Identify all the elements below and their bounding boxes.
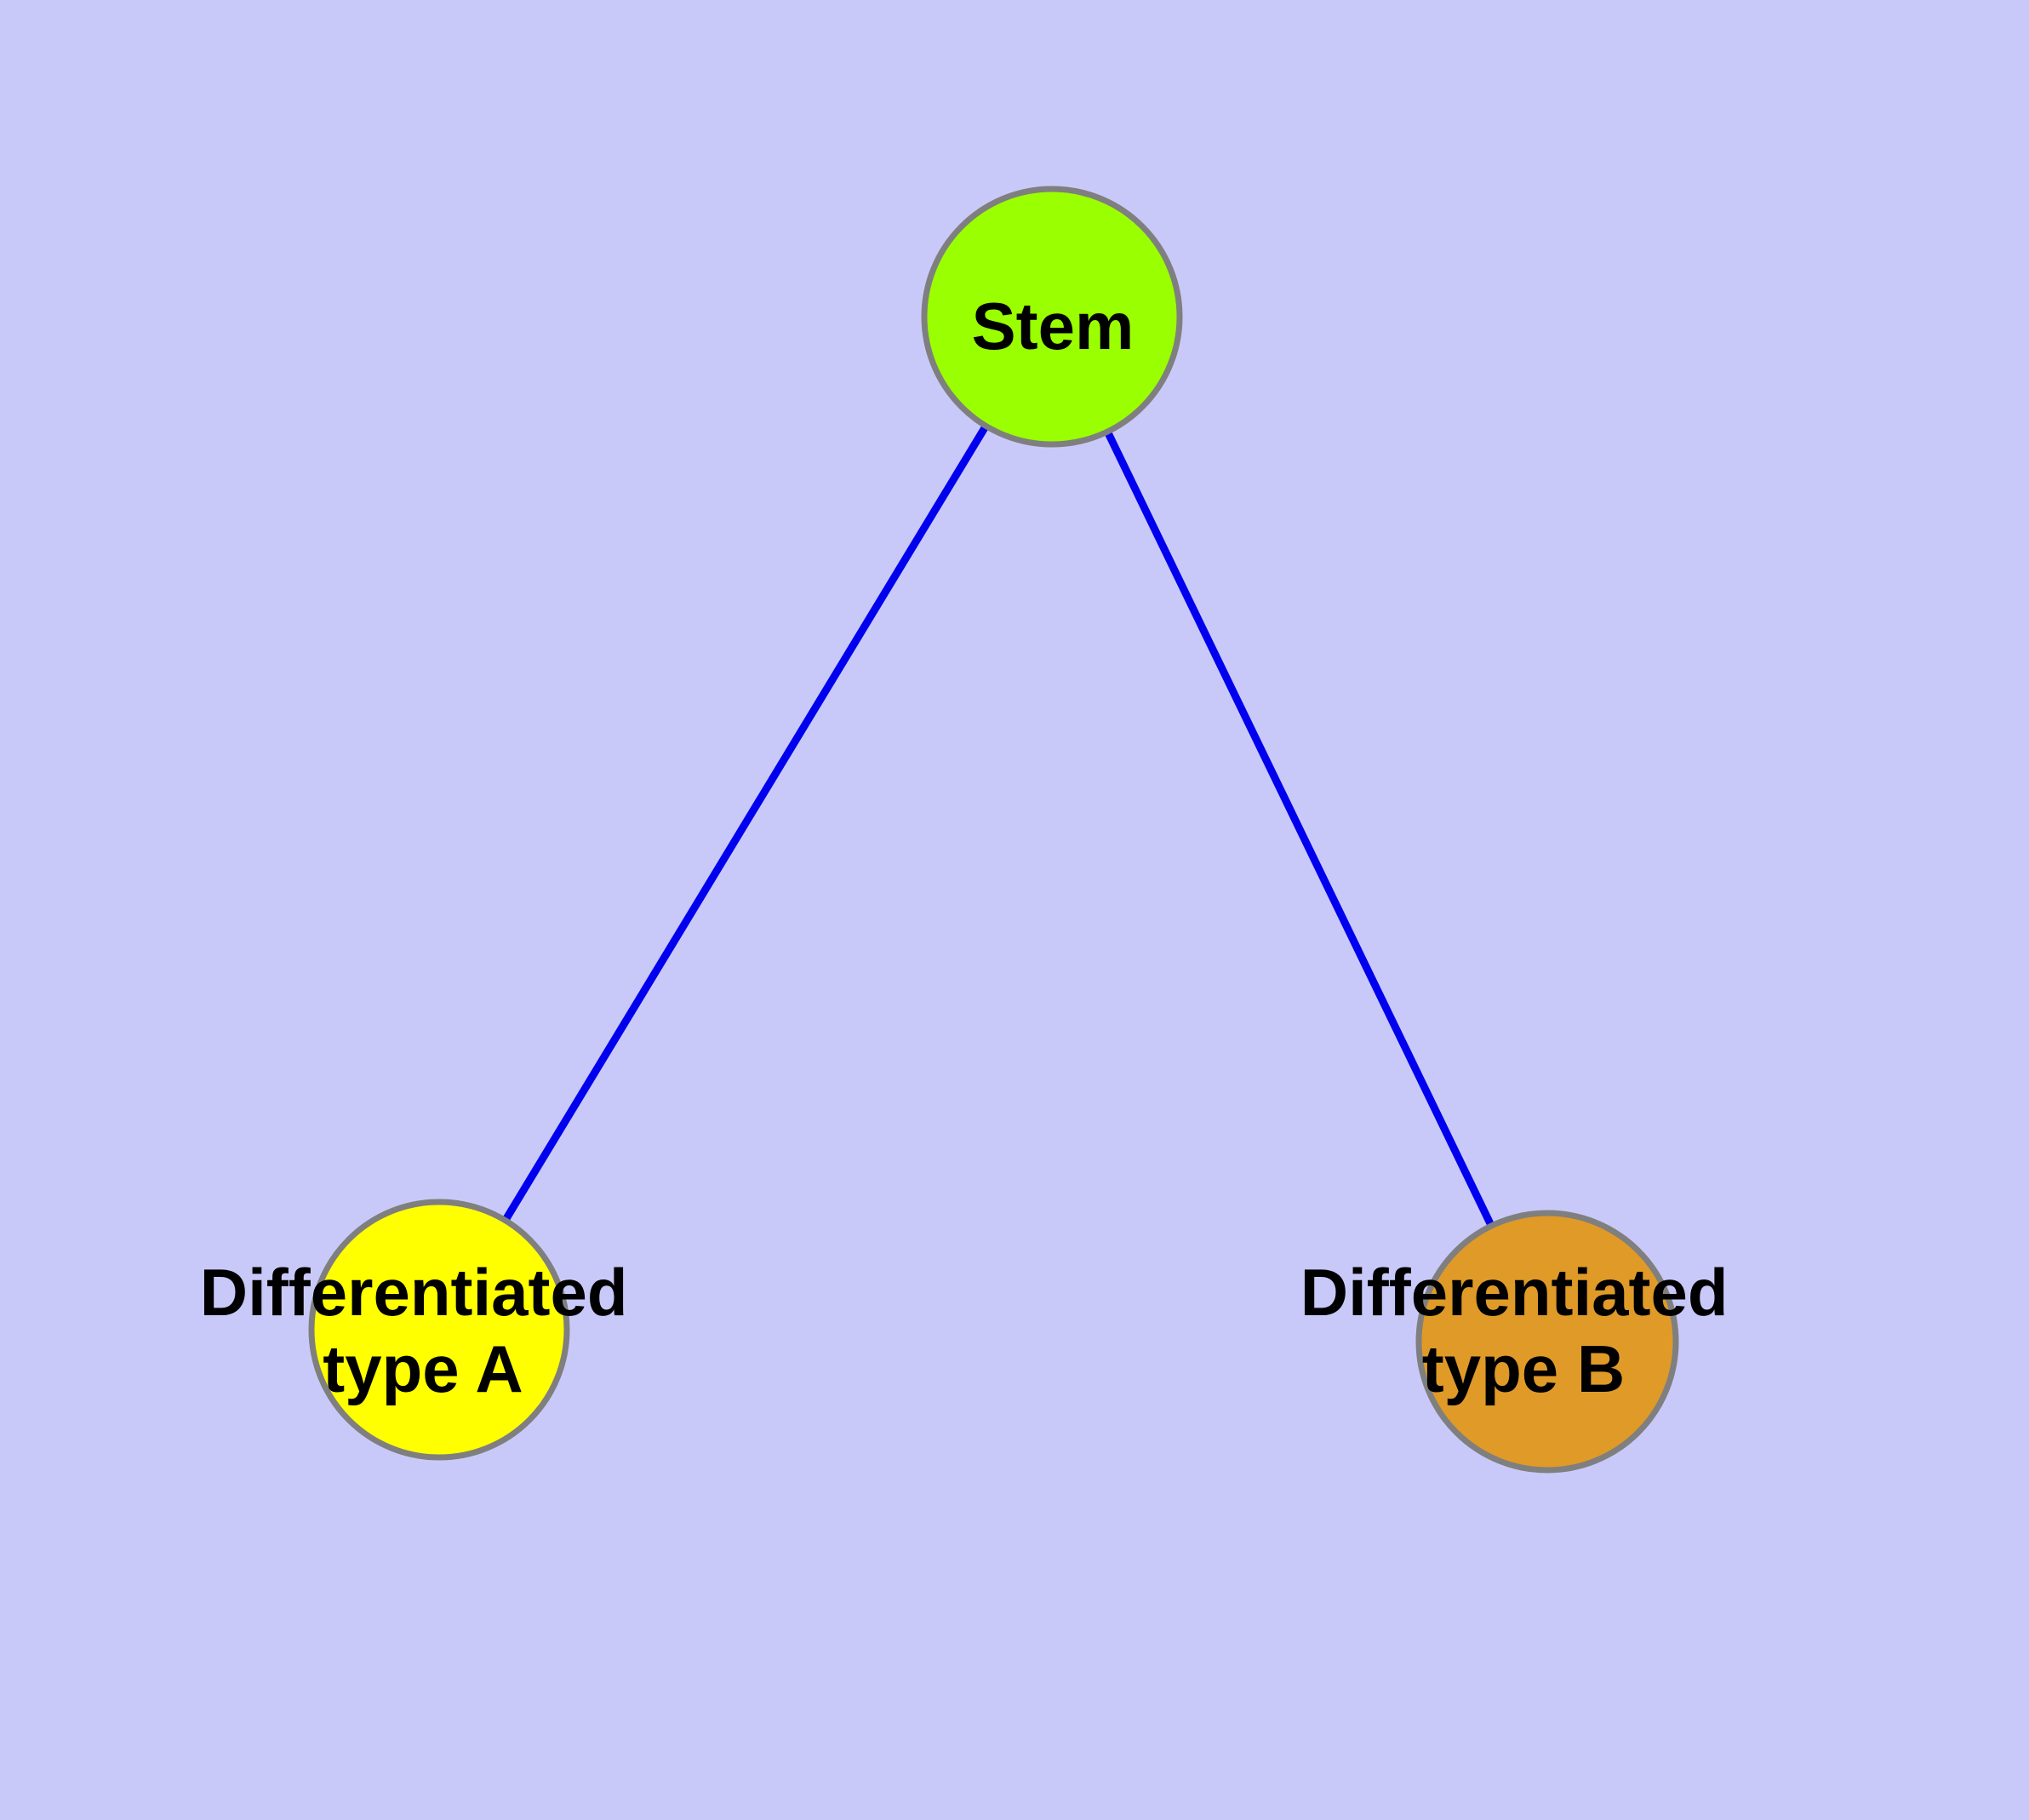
- node-differentiated-type-b-label: Differentiated type B: [1300, 1255, 1746, 1406]
- labels-layer: Stem Differentiated type A Differentiate…: [200, 289, 1746, 1406]
- node-differentiated-type-a-circle[interactable]: [308, 1199, 570, 1461]
- edge-stem-to-differentiated-type-a[interactable]: [436, 314, 1055, 1332]
- edges-layer: [436, 314, 1552, 1343]
- node-stem-circle[interactable]: [921, 186, 1183, 448]
- node-differentiated-type-b-circle[interactable]: [1415, 1210, 1679, 1474]
- node-differentiated-type-a-label-line-2: type A: [323, 1331, 523, 1406]
- edge-stem-to-differentiated-type-b[interactable]: [1048, 315, 1552, 1343]
- node-differentiated-type-a-label-line-1: Differentiated: [200, 1255, 628, 1330]
- node-differentiated-type-a[interactable]: [308, 1199, 570, 1461]
- node-stem-label-line-1: Stem: [972, 289, 1135, 363]
- node-stem[interactable]: [921, 186, 1183, 448]
- node-differentiated-type-a-label: Differentiated type A: [200, 1255, 646, 1406]
- nodes-layer: [308, 186, 1679, 1474]
- node-differentiated-type-b[interactable]: [1415, 1210, 1679, 1474]
- node-stem-label: Stem: [972, 289, 1135, 363]
- node-differentiated-type-b-label-line-1: Differentiated: [1300, 1255, 1729, 1330]
- node-differentiated-type-b-label-line-2: type B: [1422, 1331, 1625, 1406]
